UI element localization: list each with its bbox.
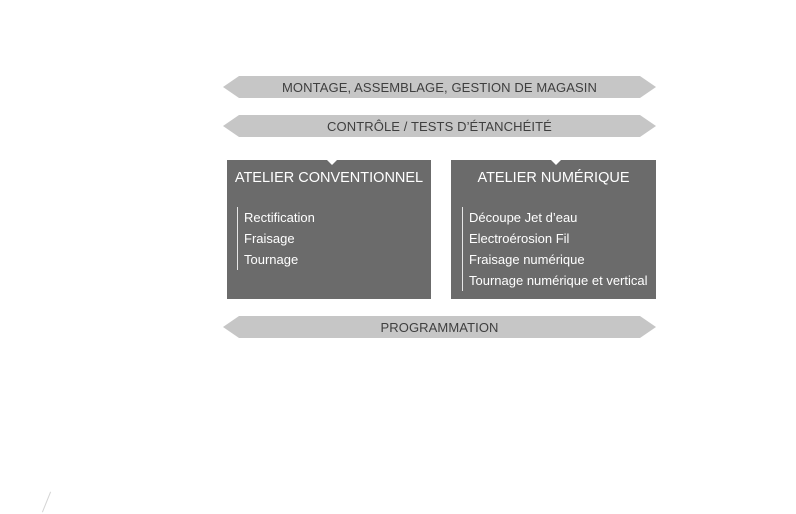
numeric-workshop-box: ATELIER NUMÉRIQUE Découpe Jet d’eau Elec… [451, 159, 656, 299]
conventional-workshop-list: Rectification Fraisage Tournage [237, 207, 315, 270]
programming-bar: PROGRAMMATION [223, 316, 656, 338]
programming-label: PROGRAMMATION [380, 319, 499, 335]
conventional-workshop-title: ATELIER CONVENTIONNEL [234, 170, 424, 186]
quality-control-label: CONTRÔLE / TESTS D’ÉTANCHÉITÉ [327, 118, 552, 134]
numeric-workshop-list: Découpe Jet d’eau Electroérosion Fil Fra… [462, 207, 648, 291]
quality-control-bar: CONTRÔLE / TESTS D’ÉTANCHÉITÉ [223, 115, 656, 137]
list-item: Tournage [244, 252, 299, 267]
list-item: Electroérosion Fil [469, 231, 570, 246]
assembly-warehouse-label: MONTAGE, ASSEMBLAGE, GESTION DE MAGASIN [282, 79, 597, 95]
numeric-workshop-title: ATELIER NUMÉRIQUE [477, 170, 630, 186]
list-item: Découpe Jet d’eau [469, 210, 578, 225]
box-notch [326, 159, 338, 165]
list-item: Rectification [244, 210, 315, 225]
assembly-warehouse-bar: MONTAGE, ASSEMBLAGE, GESTION DE MAGASIN [223, 76, 656, 98]
list-item: Tournage numérique et vertical [469, 273, 648, 288]
conventional-workshop-box: ATELIER CONVENTIONNEL Rectification Frai… [227, 159, 431, 299]
box-notch [550, 159, 562, 165]
list-item: Fraisage numérique [469, 252, 585, 267]
list-item: Fraisage [244, 231, 295, 246]
decorative-slash [41, 491, 52, 513]
